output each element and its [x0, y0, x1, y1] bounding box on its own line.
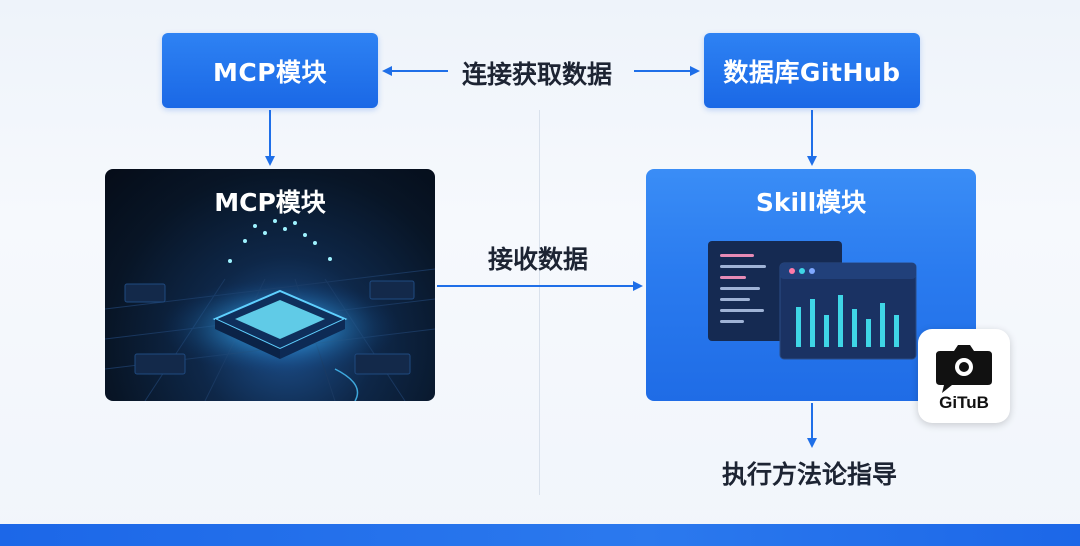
mcp-panel-title: MCP模块: [214, 188, 326, 217]
node-mcp-module: MCP模块: [162, 33, 378, 108]
mcp-module-panel: MCP模块: [105, 169, 435, 401]
node-database-github: 数据库GitHub: [704, 33, 920, 108]
node-mcp-module-label: MCP模块: [212, 57, 328, 87]
camera-chat-icon: [936, 345, 992, 393]
skill-panel-title: Skill模块: [755, 188, 867, 217]
center-divider: [539, 110, 540, 495]
edge-label-receive: 接收数据: [488, 245, 589, 274]
bottom-accent-bar: [0, 524, 1080, 546]
edge-label-execute: 执行方法论指导: [722, 460, 898, 489]
gitub-badge: GiTuB: [918, 329, 1010, 423]
chip-shape: [212, 289, 348, 359]
dashboard-illustration: [708, 241, 917, 360]
chip-illustration: [105, 219, 435, 401]
skill-module-panel: Skill模块: [646, 169, 976, 401]
node-database-github-label: 数据库GitHub: [723, 57, 901, 87]
chart-window-icon: [779, 262, 917, 360]
edge-label-connect: 连接获取数据: [462, 60, 613, 89]
gitub-badge-text: GiTuB: [939, 393, 989, 412]
